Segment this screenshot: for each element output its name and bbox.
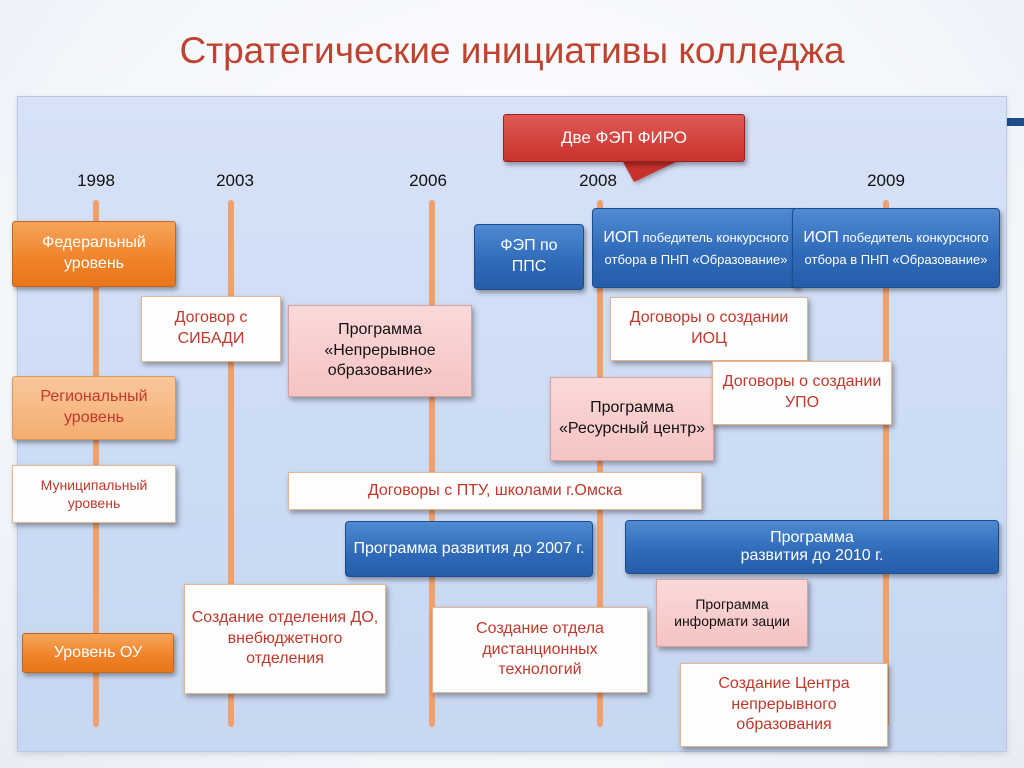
page-title: Стратегические инициативы колледжа xyxy=(179,30,845,71)
year-2003: 2003 xyxy=(216,171,254,190)
timeline-2006 xyxy=(429,200,435,727)
razvitie-2010-line1: Программа xyxy=(770,528,854,546)
iop-2009-rest: победитель конкурсного отбора в ПНП «Обр… xyxy=(804,230,989,268)
timeline-2003 xyxy=(228,200,234,727)
year-2009: 2009 xyxy=(867,171,905,190)
box-ptu: Договоры с ПТУ, школами г.Омска xyxy=(288,472,702,510)
box-resursny: Программа «Ресурсный центр» xyxy=(550,377,714,461)
year-1998: 1998 xyxy=(77,171,115,190)
box-dist-otdel: Создание отдела дистанционных технологий xyxy=(432,607,648,693)
decorative-bar xyxy=(1000,118,1024,126)
box-ioc: Договоры о создании ИОЦ xyxy=(610,297,808,361)
level-regional: Региональный уровень xyxy=(12,376,176,440)
timeline-1998 xyxy=(93,200,99,727)
box-nepreryvnoe: Программа «Непрерывное образование» xyxy=(288,305,472,397)
iop-2009-lead: ИОП xyxy=(803,229,839,247)
box-fep-pps: ФЭП по ППС xyxy=(474,224,584,290)
box-razvitie-2010: Программа развития до 2010 г. xyxy=(625,520,999,574)
level-municipal: Муниципальный уровень xyxy=(12,465,176,523)
box-sibadi: Договор с СИБАДИ xyxy=(141,296,281,362)
box-razvitie-2007: Программа развития до 2007 г. xyxy=(345,521,593,577)
year-2008: 2008 xyxy=(579,171,617,190)
razvitie-2010-line2: развития до 2010 г. xyxy=(740,547,884,564)
level-ou: Уровень ОУ xyxy=(22,633,174,673)
box-informatizacii: Программа информати зации xyxy=(656,579,808,647)
year-2006: 2006 xyxy=(409,171,447,190)
box-upo: Договоры о создании УПО xyxy=(712,361,892,425)
box-do-otdel: Создание отделения ДО, внебюджетного отд… xyxy=(184,584,386,694)
box-centr: Создание Центра непрерывного образования xyxy=(680,663,888,747)
timeline-2009 xyxy=(883,200,889,727)
iop-2008-lead: ИОП xyxy=(603,229,639,247)
timeline-2008 xyxy=(597,200,603,727)
level-federal: Федеральный уровень xyxy=(12,221,176,287)
box-iop-2008: ИОП победитель конкурсного отбора в ПНП … xyxy=(592,208,800,288)
callout-tail xyxy=(622,160,680,182)
iop-2008-rest: победитель конкурсного отбора в ПНП «Обр… xyxy=(604,230,789,268)
box-iop-2009: ИОП победитель конкурсного отбора в ПНП … xyxy=(792,208,1000,288)
callout-fep-firo: Две ФЭП ФИРО xyxy=(503,114,745,162)
